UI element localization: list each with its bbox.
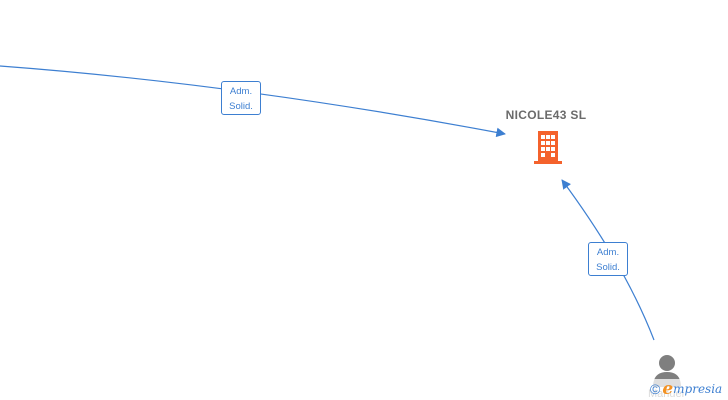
- edge-label-left[interactable]: Adm. Solid.: [221, 81, 261, 115]
- edge-label-left-line2: Solid.: [229, 101, 253, 112]
- empresia-watermark: © e mpresia: [648, 379, 725, 399]
- company-name[interactable]: NICOLE43 SL: [505, 108, 587, 122]
- copyright-symbol: ©: [650, 381, 661, 397]
- edge-label-person-line1: Adm.: [596, 247, 620, 258]
- edge-label-person-line2: Solid.: [596, 262, 620, 273]
- edge-label-person[interactable]: Adm. Solid.: [588, 242, 628, 276]
- edge-label-left-line1: Adm.: [229, 86, 253, 97]
- brand-logo-initial: e: [662, 379, 674, 399]
- brand-logo-text: mpresia: [673, 382, 723, 396]
- building-icon[interactable]: [531, 129, 565, 165]
